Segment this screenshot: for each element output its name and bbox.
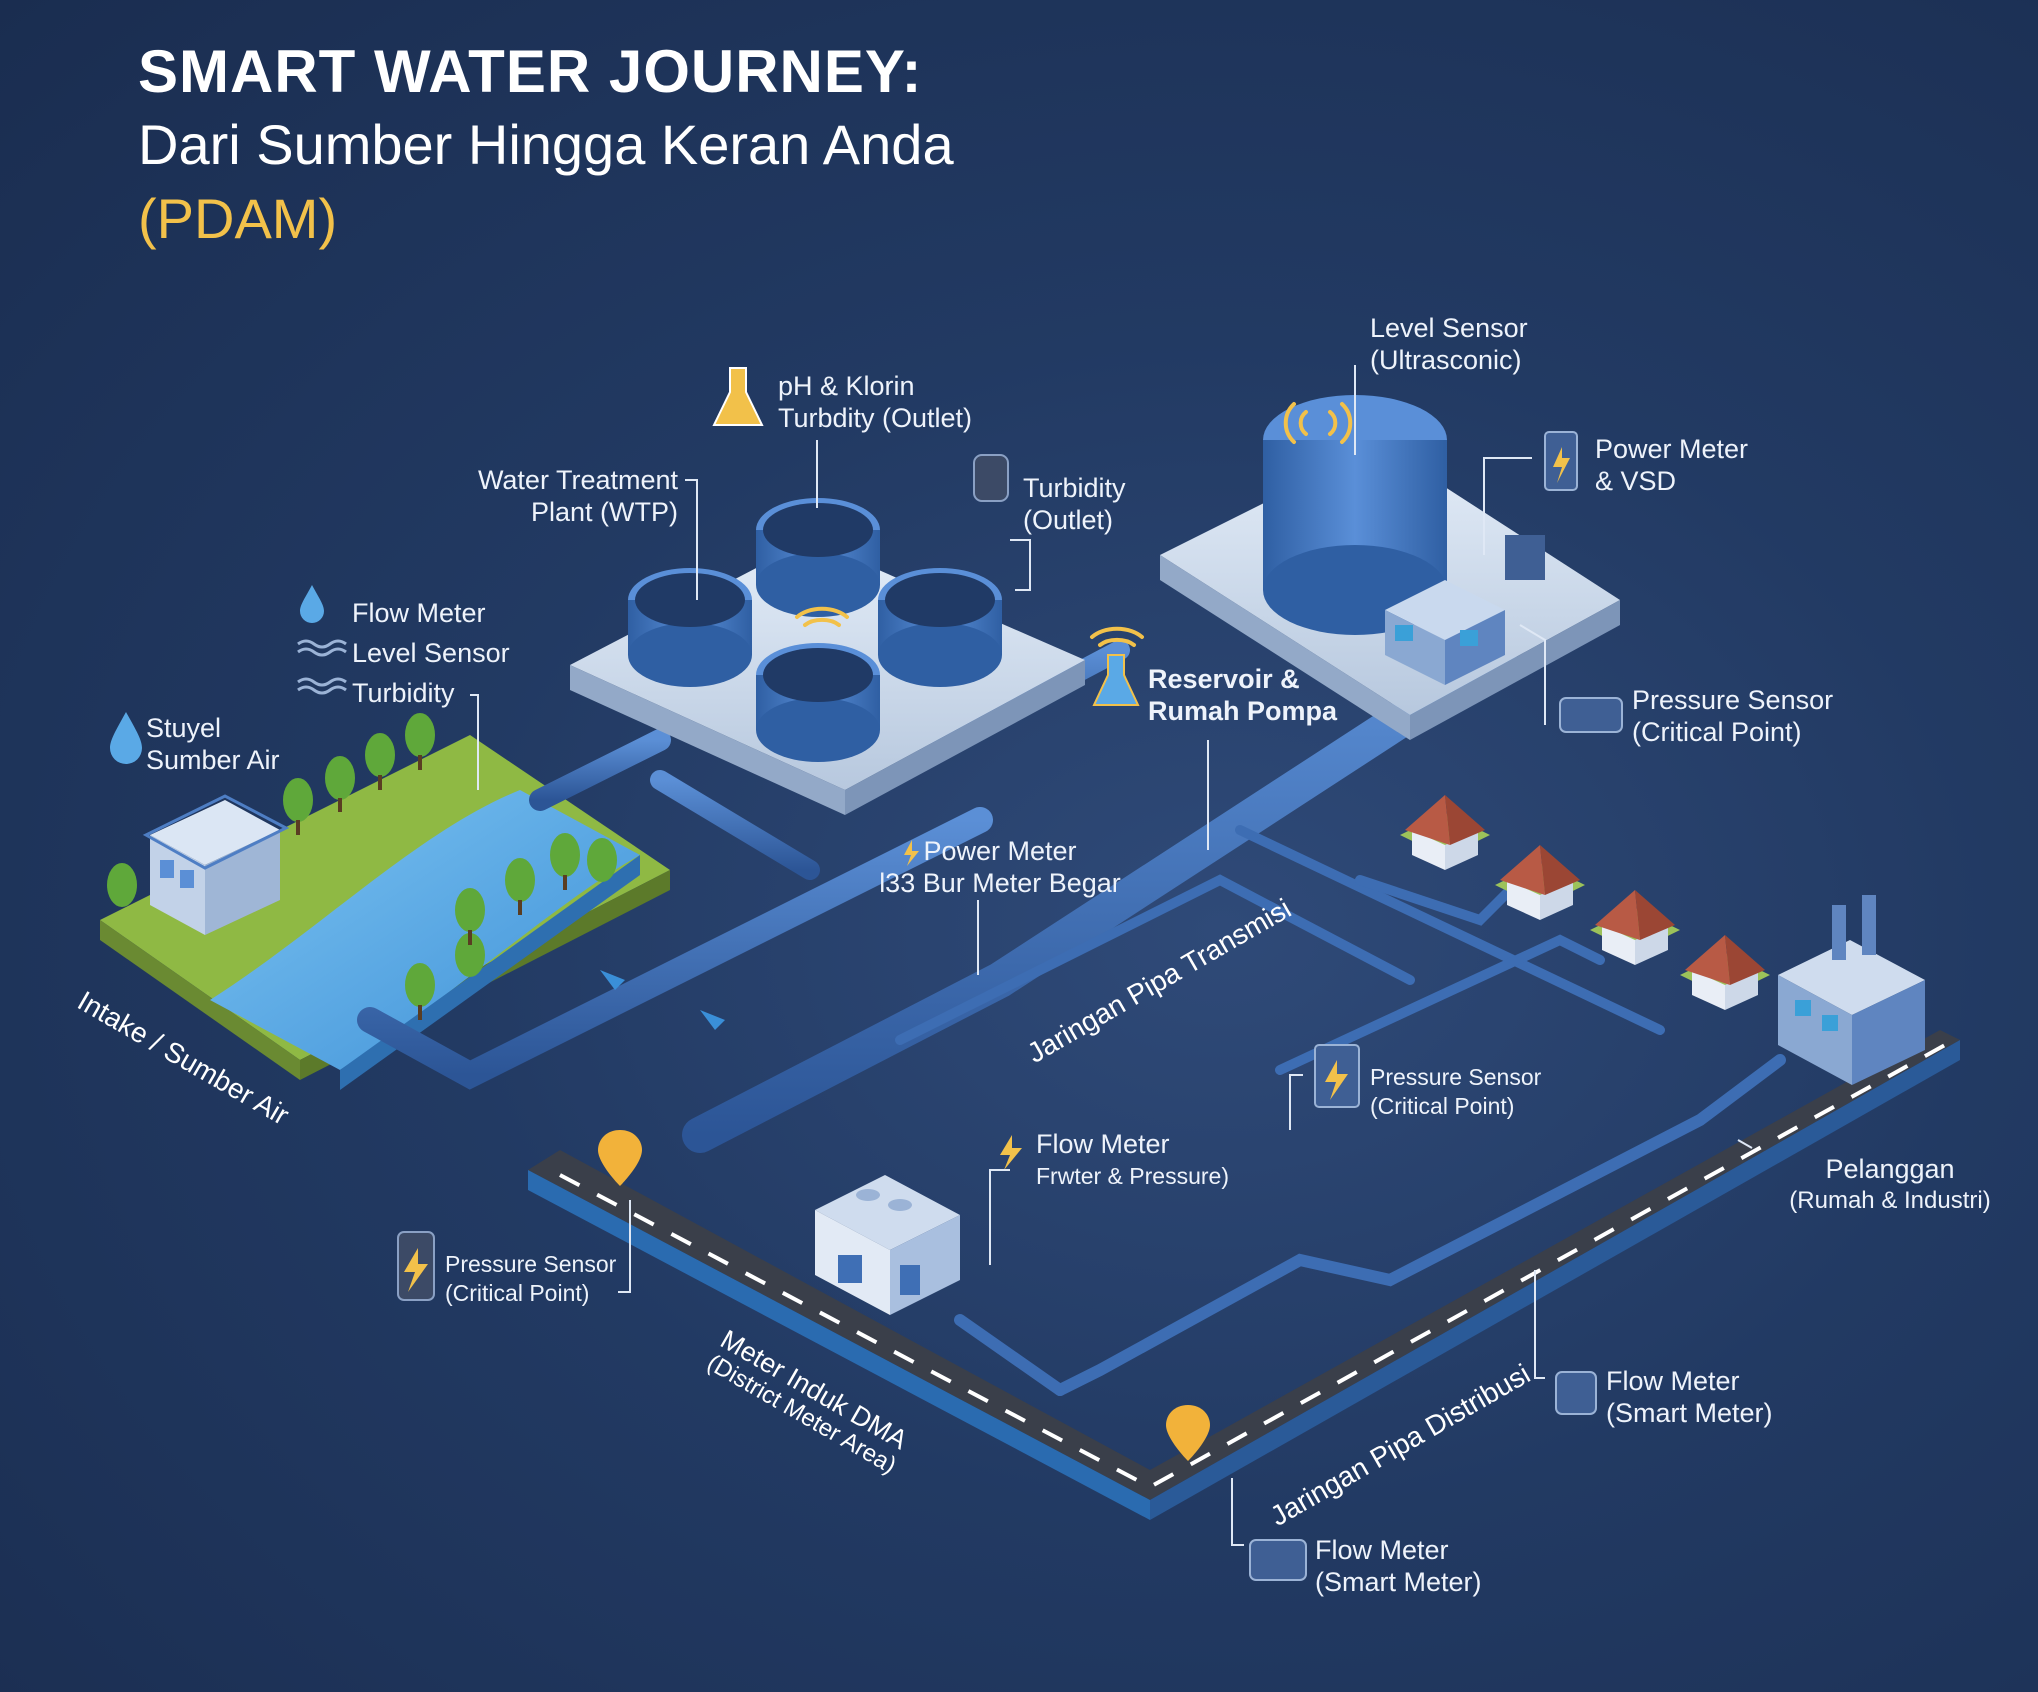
- power-meter-icon: [1544, 431, 1578, 491]
- intake-building: [142, 794, 290, 935]
- label-flow-pressure: Flow Meter Frwter & Pressure): [1036, 1129, 1229, 1189]
- flow-arrow-icon: [600, 970, 725, 1030]
- label-pressure-left: Pressure Sensor (Critical Point): [445, 1251, 617, 1306]
- houses: [1400, 795, 1770, 1010]
- label-pelanggan: Pelanggan (Rumah & Industri): [1789, 1154, 1991, 1214]
- trees: [107, 713, 617, 1020]
- wave-icon: [297, 639, 347, 695]
- label-power-vsd: Power Meter & VSD: [1595, 434, 1749, 496]
- signal-icon: [795, 402, 1353, 647]
- label-pressure-center: Pressure Sensor (Critical Point): [1370, 1064, 1542, 1119]
- label-ph-klorin: pH & Klorin Turbdity (Outlet): [778, 371, 973, 433]
- label-source: Stuyel Sumber Air: [146, 713, 280, 775]
- label-wtp: Water Treatment Plant (WTP): [477, 465, 678, 527]
- label-power-meter-big: Power Meter l33 Bur Meter Begar: [879, 836, 1121, 898]
- factory: [1778, 895, 1925, 1085]
- title-line3: (PDAM): [138, 187, 338, 250]
- label-flow-smart-bottom: Flow Meter (Smart Meter): [1315, 1535, 1482, 1597]
- label-turbidity-outlet: Turbidity (Outlet): [1023, 473, 1126, 535]
- battery-icon: [973, 454, 1009, 502]
- dma-building: [815, 1175, 960, 1315]
- label-level-sensor: Level Sensor (Ultrasconic): [1370, 313, 1528, 375]
- flask-icon: [712, 367, 1140, 706]
- smart-meter-icon: [1249, 1371, 1597, 1581]
- label-intake-sensors: Flow Meter Level Sensor Turbidity: [352, 598, 510, 708]
- water-drop-icon: [110, 585, 324, 764]
- lightning-icon: [404, 840, 1348, 1292]
- wtp-plant: [570, 498, 1085, 815]
- title-line1: SMART WATER JOURNEY:: [138, 38, 923, 105]
- page-title: SMART WATER JOURNEY: Dari Sumber Hingga …: [138, 36, 954, 256]
- road: [528, 1030, 1960, 1520]
- label-reservoir: Reservoir & Rumah Pompa: [1148, 664, 1338, 726]
- label-flow-smart-right: Flow Meter (Smart Meter): [1606, 1366, 1773, 1428]
- map-pin-icon: [598, 1130, 1210, 1461]
- label-pressure-reservoir: Pressure Sensor (Critical Point): [1632, 685, 1834, 747]
- leader-lines: [470, 365, 1753, 1546]
- title-line2: Dari Sumber Hingga Keran Anda: [138, 113, 954, 176]
